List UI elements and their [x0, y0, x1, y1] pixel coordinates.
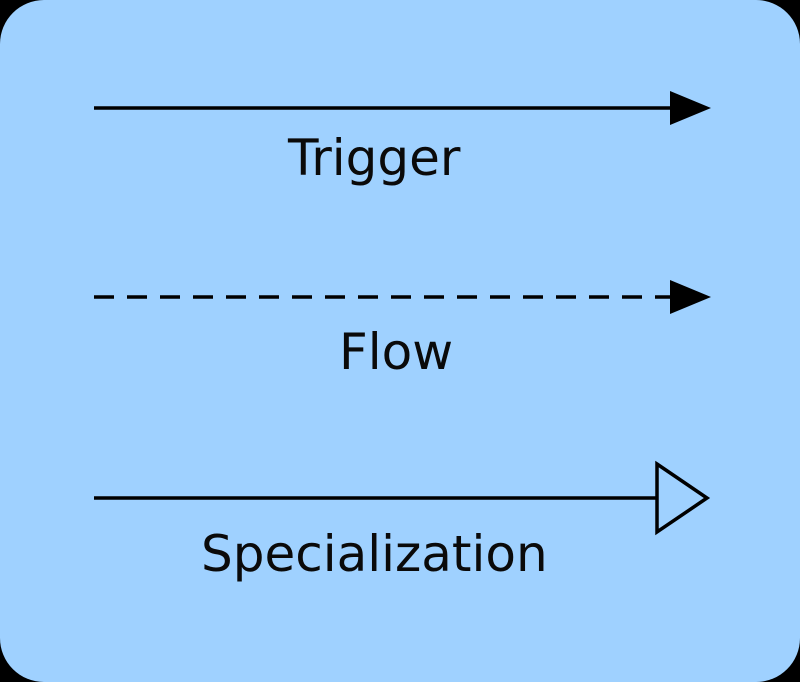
trigger-label: Trigger: [288, 129, 461, 187]
specialization-arrowhead: [655, 460, 711, 536]
specialization-label: Specialization: [201, 525, 548, 583]
trigger-arrow: [94, 91, 711, 125]
trigger-arrowhead: [670, 91, 711, 125]
specialization-arrow: [94, 460, 711, 536]
flow-arrowhead: [670, 280, 711, 314]
flow-label: Flow: [339, 323, 454, 381]
flow-arrow: [94, 280, 711, 314]
